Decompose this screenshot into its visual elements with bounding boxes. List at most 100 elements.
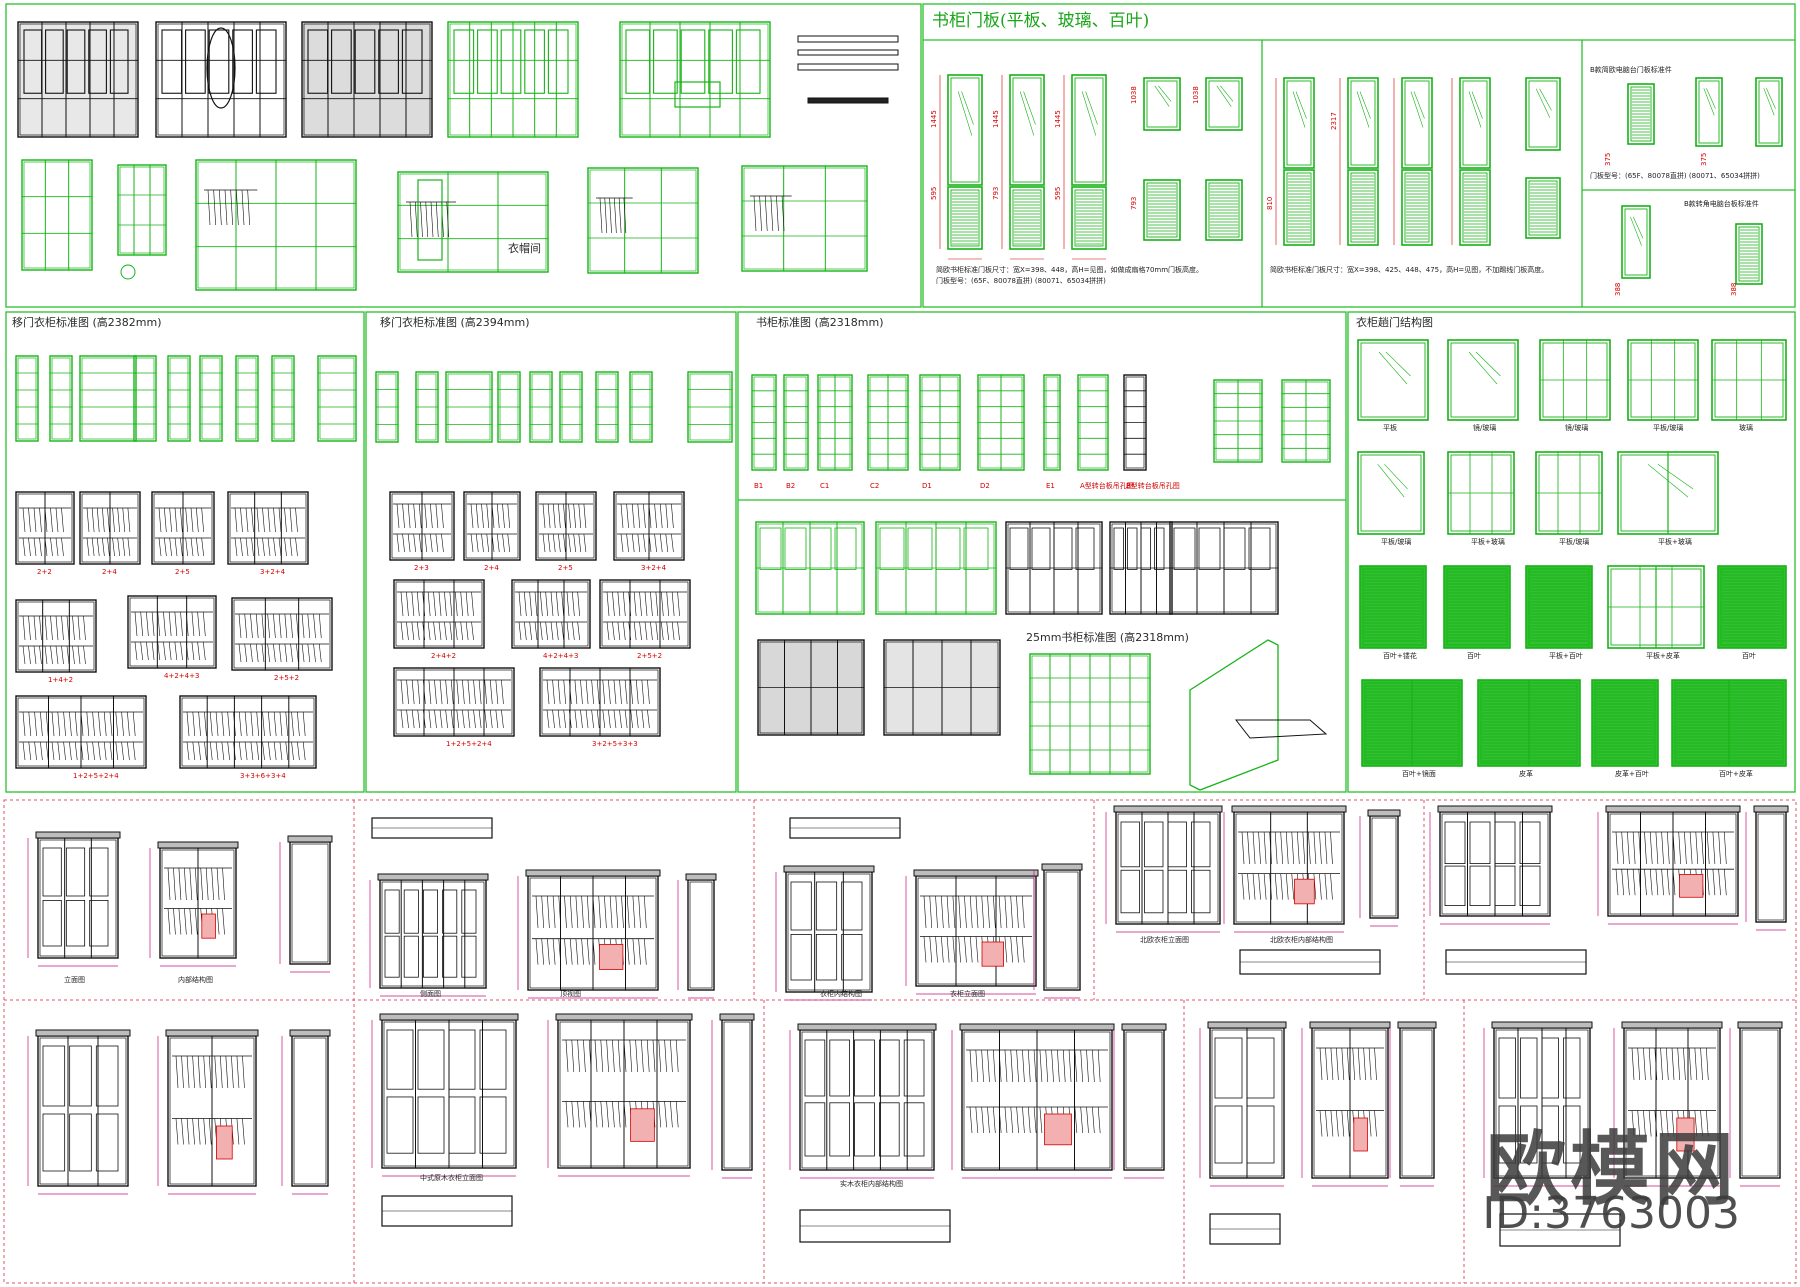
cabinet-drawing bbox=[227, 491, 309, 565]
cabinet-drawing bbox=[1367, 809, 1401, 919]
door-panel bbox=[1283, 169, 1315, 246]
cabinet-drawing bbox=[1207, 1021, 1287, 1179]
cabinet-code: C2 bbox=[870, 482, 879, 490]
cabinet-drawing bbox=[783, 374, 809, 471]
door-panel bbox=[1143, 77, 1181, 131]
combo-label: 2+5+2 bbox=[637, 652, 662, 660]
cabinet-drawing bbox=[687, 371, 733, 443]
cabinet-drawing bbox=[35, 831, 121, 959]
bookcase-doors-title: 书柜门板(平板、玻璃、百叶) bbox=[932, 11, 1149, 31]
dimension-label: 388 bbox=[1614, 283, 1622, 296]
door-panel bbox=[1735, 223, 1763, 285]
bookcase-standard-title: 书柜标准图 (高2318mm) bbox=[756, 315, 884, 329]
combo-label: 2+4+2 bbox=[431, 652, 456, 660]
cabinet-drawing bbox=[1621, 1021, 1723, 1179]
door-panel bbox=[1009, 74, 1045, 186]
cabinet-drawing bbox=[1281, 379, 1331, 463]
cabinet-drawing bbox=[559, 371, 583, 443]
elevation-label: 北欧衣柜立面图 bbox=[1140, 935, 1189, 944]
wardrobe-elevations-top bbox=[17, 21, 899, 291]
cabinet-drawing bbox=[1213, 379, 1263, 463]
door-type-label: 百叶+镜面 bbox=[1402, 769, 1436, 778]
cabinet-drawing bbox=[21, 159, 93, 271]
door-panel bbox=[1525, 177, 1561, 239]
cabinet-drawing bbox=[1737, 1021, 1783, 1179]
cabinet-drawing bbox=[1043, 374, 1061, 471]
door-type-label: 玻璃 bbox=[1739, 423, 1753, 432]
door-panel bbox=[1359, 565, 1427, 649]
door-panel bbox=[1283, 77, 1315, 169]
door-type-label: 平板/玻璃 bbox=[1381, 537, 1411, 546]
cabinet-drawing bbox=[317, 355, 357, 442]
cabinet-code: B型转台板吊孔图 bbox=[1126, 481, 1180, 490]
door-panel bbox=[1591, 679, 1659, 767]
cabinet-drawing bbox=[393, 667, 515, 737]
cabinet-drawing bbox=[525, 869, 661, 991]
cabinet-drawing bbox=[157, 841, 239, 959]
cabinet-drawing bbox=[79, 355, 137, 442]
cabinet-drawing bbox=[783, 865, 875, 993]
cabinet-drawing bbox=[1753, 805, 1789, 923]
cabinet-drawing bbox=[463, 491, 521, 561]
door-type-label: 镜/玻璃 bbox=[1473, 423, 1496, 432]
cabinet-drawing bbox=[155, 21, 287, 138]
cabinet-code: D1 bbox=[922, 482, 932, 490]
cabinet-drawing bbox=[179, 695, 317, 769]
combo-label: 3+3+6+3+4 bbox=[240, 772, 286, 780]
dimension-label: 1445 bbox=[1054, 110, 1062, 128]
door-panel bbox=[1621, 205, 1651, 279]
cabinet-drawing bbox=[377, 873, 489, 989]
dimension-label: 1038 bbox=[1130, 86, 1138, 104]
cabinet-drawing bbox=[529, 371, 553, 443]
cabinet-drawing bbox=[1109, 521, 1173, 615]
elevation-label: 侧面图 bbox=[420, 989, 441, 998]
combo-label: 3+2+4 bbox=[641, 564, 667, 572]
door-panel bbox=[1525, 77, 1561, 151]
door-panel bbox=[1447, 451, 1515, 535]
door-panel bbox=[1071, 186, 1107, 250]
cabinet-drawing bbox=[15, 355, 39, 442]
door-note-4: B款简欧电脑台门板标准件 bbox=[1590, 65, 1672, 74]
cabinet-drawing bbox=[741, 165, 868, 272]
door-panel bbox=[1717, 565, 1787, 649]
elevation-label: 顶视图 bbox=[560, 989, 581, 998]
cabinet-drawing bbox=[1113, 805, 1223, 925]
door-panel bbox=[1459, 169, 1491, 246]
combo-label: 4+2+4+3 bbox=[164, 672, 199, 680]
door-panel bbox=[1205, 179, 1243, 241]
cabinet-drawing bbox=[389, 491, 455, 561]
combo-label: 3+2+4 bbox=[260, 568, 286, 576]
cabinet-drawing bbox=[1231, 805, 1347, 925]
cabinet-drawing bbox=[289, 1029, 331, 1187]
elevation-label: 中式原木衣柜立面图 bbox=[420, 1173, 483, 1182]
cabinet-drawing bbox=[755, 521, 865, 615]
door-panel bbox=[1755, 77, 1783, 147]
combo-label: 3+2+5+3+3 bbox=[592, 740, 638, 748]
combo-label: 2+2 bbox=[37, 568, 52, 576]
door-panel bbox=[1071, 74, 1107, 186]
cabinet-drawing bbox=[447, 21, 579, 138]
combo-label: 2+4 bbox=[102, 568, 117, 576]
dimension-label: 1038 bbox=[1192, 86, 1200, 104]
cabinet-drawing bbox=[1029, 653, 1151, 775]
dimension-label: 388 bbox=[1730, 283, 1738, 296]
door-type-label: 平板+玻璃 bbox=[1658, 537, 1692, 546]
cabinet-drawing bbox=[751, 374, 777, 471]
door-panel bbox=[1459, 77, 1491, 169]
door-structure-title: 衣柜趟门结构图 bbox=[1356, 315, 1433, 329]
elevation-label: 内部结构图 bbox=[178, 975, 213, 984]
dimension-label: 1445 bbox=[930, 110, 938, 128]
door-type-label: 皮革 bbox=[1519, 769, 1533, 778]
combo-label: 2+5 bbox=[558, 564, 573, 572]
door-panel bbox=[1347, 169, 1379, 246]
elevation-label: 实木衣柜内部结构图 bbox=[840, 1179, 903, 1188]
cabinet-drawing bbox=[301, 21, 433, 138]
sliding-wardrobe-title: 移门衣柜标准图 (高2394mm) bbox=[380, 315, 530, 329]
door-type-label: 百叶 bbox=[1742, 651, 1756, 660]
cabinet-drawing bbox=[1077, 374, 1109, 471]
cabinet-drawing bbox=[1169, 521, 1279, 615]
door-panel bbox=[1347, 77, 1379, 169]
